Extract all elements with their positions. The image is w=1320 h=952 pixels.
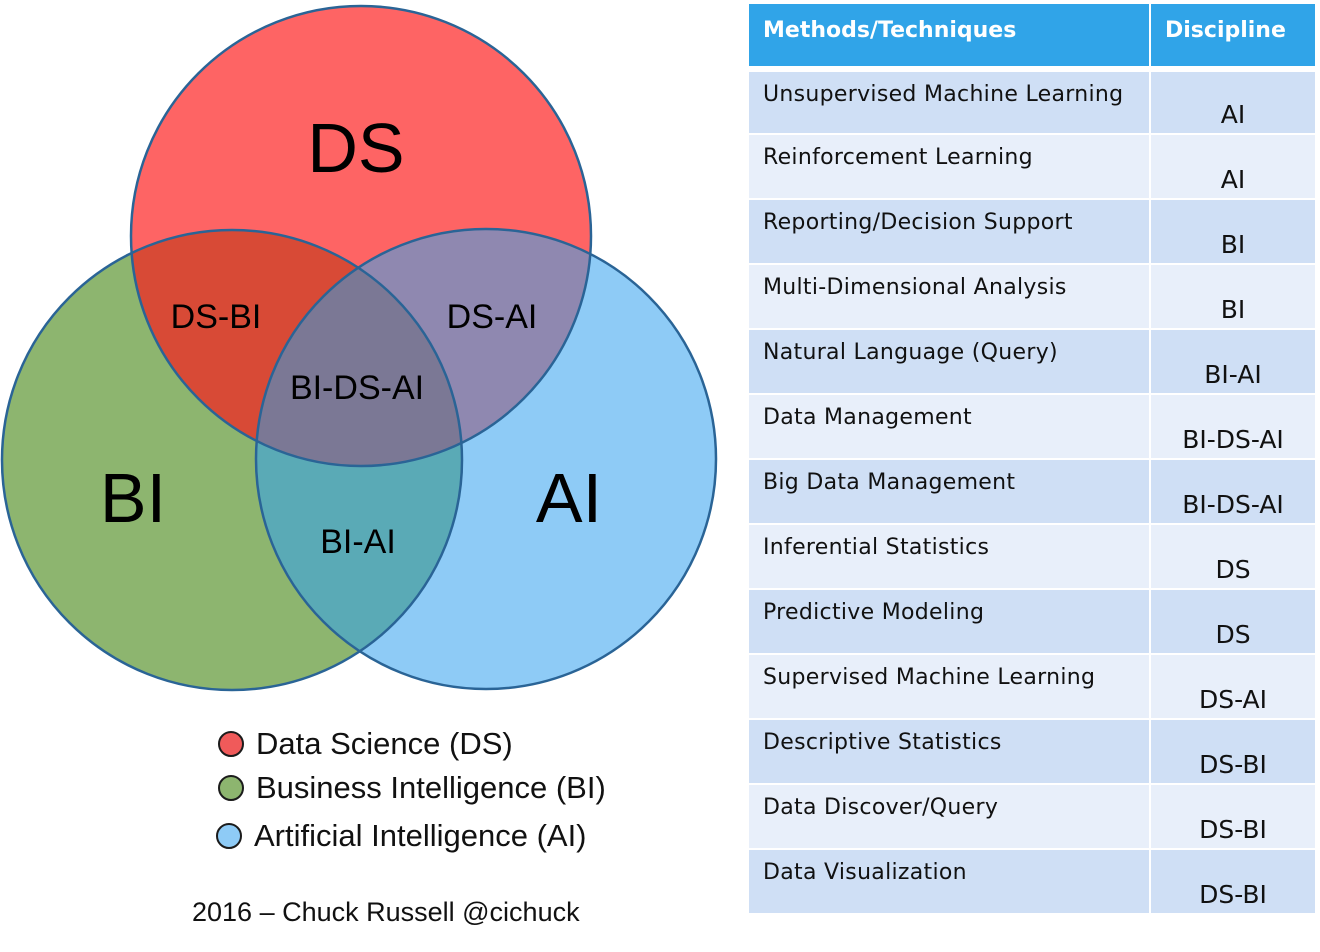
method-cell: Big Data Management [747,458,1151,525]
label-ai: AI [536,459,602,537]
discipline-cell: AI [1149,133,1317,200]
label-bi-ai: BI-AI [320,523,396,561]
legend-item-ai: Artificial Intelligence (AI) [216,816,587,856]
label-ds-ai: DS-AI [447,298,538,336]
method-cell: Reinforcement Learning [747,133,1151,200]
method-cell: Inferential Statistics [747,523,1151,590]
discipline-cell: DS [1149,523,1317,590]
venn-diagram: DS BI AI DS-BI DS-AI BI-DS-AI BI-AI [0,4,718,692]
discipline-cell: AI [1149,68,1317,135]
legend-dot-ai [216,823,242,849]
discipline-cell: DS-BI [1149,718,1317,785]
method-cell: Predictive Modeling [747,588,1151,655]
discipline-cell: BI [1149,198,1317,265]
region-bi-ds-ai [256,230,462,466]
method-cell: Supervised Machine Learning [747,653,1151,720]
discipline-cell: BI-DS-AI [1149,393,1317,460]
header-discipline: Discipline [1149,2,1317,72]
discipline-cell: BI-AI [1149,328,1317,395]
credit-line: 2016 – Chuck Russell @cichuck [192,897,580,927]
legend-dot-bi [218,775,244,801]
legend-item-ds: Data Science (DS) [218,724,513,764]
legend-item-bi: Business Intelligence (BI) [218,768,606,808]
label-ds: DS [307,109,404,187]
discipline-cell: DS-BI [1149,783,1317,850]
methods-table-container: Methods/Techniques Discipline Unsupervis… [747,2,1317,915]
legend-dot-ds [218,731,244,757]
label-bi: BI [100,459,166,537]
circle-outline-ai [254,227,718,691]
legend-label-bi: Business Intelligence (BI) [256,770,606,805]
method-cell: Descriptive Statistics [747,718,1151,785]
method-cell: Data Management [747,393,1151,460]
method-cell: Reporting/Decision Support [747,198,1151,265]
method-cell: Data Visualization [747,848,1151,915]
label-bi-ds-ai: BI-DS-AI [290,369,424,407]
legend-label-ai: Artificial Intelligence (AI) [254,818,587,853]
method-cell: Natural Language (Query) [747,328,1151,395]
discipline-cell: DS [1149,588,1317,655]
circle-outline-ds [129,4,593,468]
circle-outline-bi [0,228,464,692]
method-cell: Multi-Dimensional Analysis [747,263,1151,330]
method-cell: Unsupervised Machine Learning [747,68,1151,135]
method-cell: Data Discover/Query [747,783,1151,850]
header-methods: Methods/Techniques [747,2,1151,72]
discipline-cell: DS-BI [1149,848,1317,915]
table-header-row: Methods/Techniques Discipline [747,2,1317,72]
label-ds-bi: DS-BI [171,298,262,336]
discipline-cell: BI [1149,263,1317,330]
discipline-cell: DS-AI [1149,653,1317,720]
legend-label-ds: Data Science (DS) [256,726,513,761]
table-row: Natural Language (Query)BI-AI [747,328,1317,395]
methods-table: Methods/Techniques Discipline Unsupervis… [747,2,1317,915]
discipline-cell: BI-DS-AI [1149,458,1317,525]
